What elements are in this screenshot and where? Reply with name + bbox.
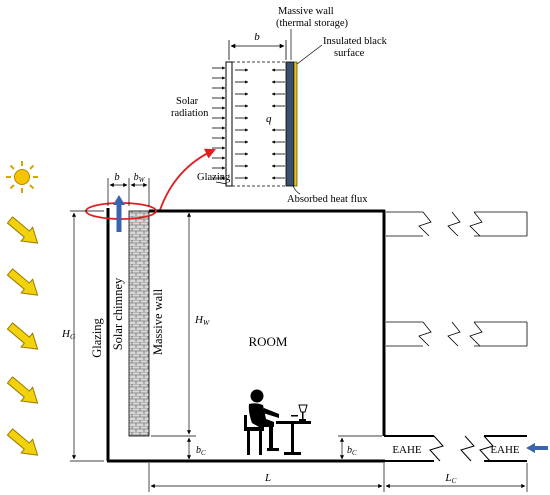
glazing-label: Glazing	[90, 317, 104, 357]
eahe-inflow-arrow	[526, 443, 548, 453]
callout-transmitted-radiation	[235, 68, 249, 180]
massive-wall-label: Massive wall	[151, 288, 165, 355]
bottom-dimensions: L LC	[148, 463, 528, 492]
b-label: b	[114, 172, 119, 183]
callout-glazing-pane	[225, 61, 233, 187]
callout-glazing-label: Glazing	[197, 172, 231, 183]
middle-duct	[386, 321, 528, 347]
bc-right-label: bC	[347, 445, 357, 457]
callout-surface-label: surface	[334, 48, 365, 59]
solar-ray-arrow-2	[3, 264, 44, 303]
eahe-section: EAHE EAHE bC	[338, 211, 548, 462]
callout-insulated-surface	[293, 61, 298, 187]
solar-ray-arrow-4	[3, 372, 44, 411]
callout-insulated-label: Insulated black	[323, 36, 388, 47]
eahe-duct	[384, 435, 527, 462]
callout-absorbed-label: Absorbed heat flux	[287, 194, 368, 205]
building-section: b bW HG HW bC Glazing Solar chimney Mass…	[61, 172, 386, 463]
callout-connector-arrow	[159, 148, 216, 211]
l-label: L	[264, 472, 271, 484]
eahe-left-label: EAHE	[392, 444, 422, 456]
solar-ray-arrow-5	[3, 424, 44, 463]
hw-label: HW	[194, 314, 210, 327]
callout-incoming-radiation	[212, 66, 226, 180]
room-label: ROOM	[248, 334, 287, 349]
callout-solar-label: Solar	[176, 96, 199, 107]
bw-label: bW	[134, 172, 146, 184]
callout-massive-wall-label: Massive wall	[278, 6, 334, 17]
massive-wall-brick	[128, 210, 150, 437]
callout-thermal-storage-label: (thermal storage)	[276, 18, 349, 29]
callout-radiation-label: radiation	[171, 108, 209, 119]
sun-icon	[6, 161, 38, 193]
lc-label: LC	[444, 472, 457, 485]
bc-left-label: bC	[196, 445, 206, 457]
person-at-desk-icon	[244, 389, 311, 455]
upper-duct	[386, 211, 528, 237]
callout-heat-flux-arrows	[271, 68, 285, 180]
eahe-right-label: EAHE	[490, 444, 520, 456]
solar-ray-arrow-1	[3, 212, 44, 251]
hg-label: HG	[61, 328, 76, 341]
callout-detail: b	[159, 6, 388, 211]
solar-chimney-label: Solar chimney	[111, 277, 125, 350]
chimney-outflow-arrow	[113, 195, 125, 232]
solar-ray-arrow-3	[3, 318, 44, 357]
callout-b-label: b	[254, 31, 260, 43]
callout-q-label: q	[266, 113, 272, 125]
callout-massive-wall	[285, 61, 295, 187]
